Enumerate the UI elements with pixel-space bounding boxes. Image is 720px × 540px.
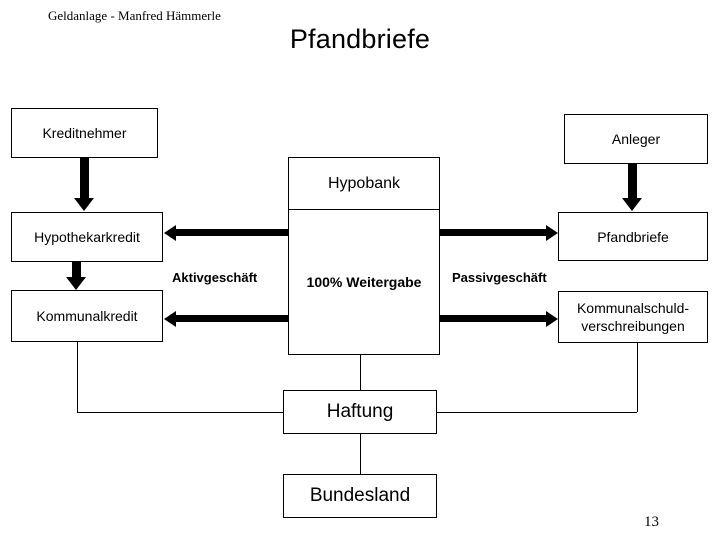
connector-haftung-to-bundesland — [360, 434, 361, 474]
box-kommunalschuldverschreibungen-line1: Kommunalschuld- — [576, 300, 690, 316]
box-hypobank-header: Hypobank — [289, 158, 439, 210]
arrow-kreditnehmer-to-hypothekarkredit-shaft — [80, 158, 89, 199]
box-kommunalschuldverschreibungen: Kommunalschuld- verschreibungen — [558, 291, 708, 343]
arrow-hypobank-to-pfandbriefe-shaft — [440, 229, 546, 236]
arrow-kreditnehmer-to-hypothekarkredit-head — [74, 198, 94, 211]
page-number: 13 — [644, 514, 659, 530]
label-passivgeschaeft: Passivgeschäft — [452, 270, 547, 285]
arrow-anleger-to-pfandbriefe-shaft — [628, 164, 637, 199]
arrow-hypothekarkredit-to-kommunalkredit-head — [66, 277, 86, 290]
arrow-hypobank-to-pfandbriefe-head — [546, 225, 558, 241]
box-hypobank-header-label: Hypobank — [327, 174, 401, 192]
box-kreditnehmer: Kreditnehmer — [11, 108, 158, 158]
connector-hypobank-to-haftung — [360, 355, 361, 390]
box-kommunalschuldverschreibungen-label: Kommunalschuld- verschreibungen — [559, 299, 707, 335]
arrow-anleger-to-pfandbriefe-head — [622, 198, 642, 211]
connector-kommunalkredit-to-haftung — [77, 412, 283, 413]
box-hypobank: Hypobank 100% Weitergabe — [288, 157, 440, 355]
page-title: Pfandbriefe — [289, 24, 431, 54]
arrow-hypobank-to-kommunalkredit-head — [164, 311, 176, 327]
box-hypobank-body-label: 100% Weitergabe — [306, 274, 422, 290]
arrow-hypobank-to-kommunalkredit-shaft — [176, 315, 288, 322]
box-pfandbriefe-label: Pfandbriefe — [597, 228, 669, 245]
box-hypothekarkredit: Hypothekarkredit — [11, 212, 163, 262]
arrow-hypobank-to-kommunalschuldverschreibungen-head — [546, 311, 558, 327]
box-kommunalkredit-label: Kommunalkredit — [36, 308, 138, 324]
box-anleger-label: Anleger — [611, 131, 661, 147]
connector-kommunalkredit-down — [77, 342, 78, 412]
box-haftung-label: Haftung — [326, 401, 394, 422]
arrow-hypobank-to-hypothekarkredit-shaft — [176, 229, 288, 236]
arrow-hypobank-to-hypothekarkredit-head — [164, 225, 176, 241]
box-hypobank-body: 100% Weitergabe — [289, 210, 439, 354]
box-anleger: Anleger — [564, 114, 708, 164]
box-haftung: Haftung — [283, 390, 437, 434]
arrow-hypobank-to-kommunalschuldverschreibungen-shaft — [440, 315, 546, 322]
connector-kommunalschuldverschreibungen-down — [637, 343, 638, 412]
box-bundesland-label: Bundesland — [309, 485, 411, 506]
slide-header-author: Geldanlage - Manfred Hämmerle — [48, 8, 221, 23]
box-hypothekarkredit-label: Hypothekarkredit — [34, 229, 140, 245]
box-kommunalkredit: Kommunalkredit — [11, 290, 163, 342]
box-pfandbriefe: Pfandbriefe — [558, 212, 708, 261]
connector-kommunalschuldverschreibungen-to-haftung — [437, 412, 637, 413]
box-bundesland: Bundesland — [283, 474, 437, 518]
label-aktivgeschaeft: Aktivgeschäft — [172, 270, 258, 285]
box-kommunalschuldverschreibungen-line2: verschreibungen — [581, 318, 685, 334]
box-kreditnehmer-label: Kreditnehmer — [42, 125, 127, 141]
arrow-hypothekarkredit-to-kommunalkredit-shaft — [72, 262, 81, 279]
